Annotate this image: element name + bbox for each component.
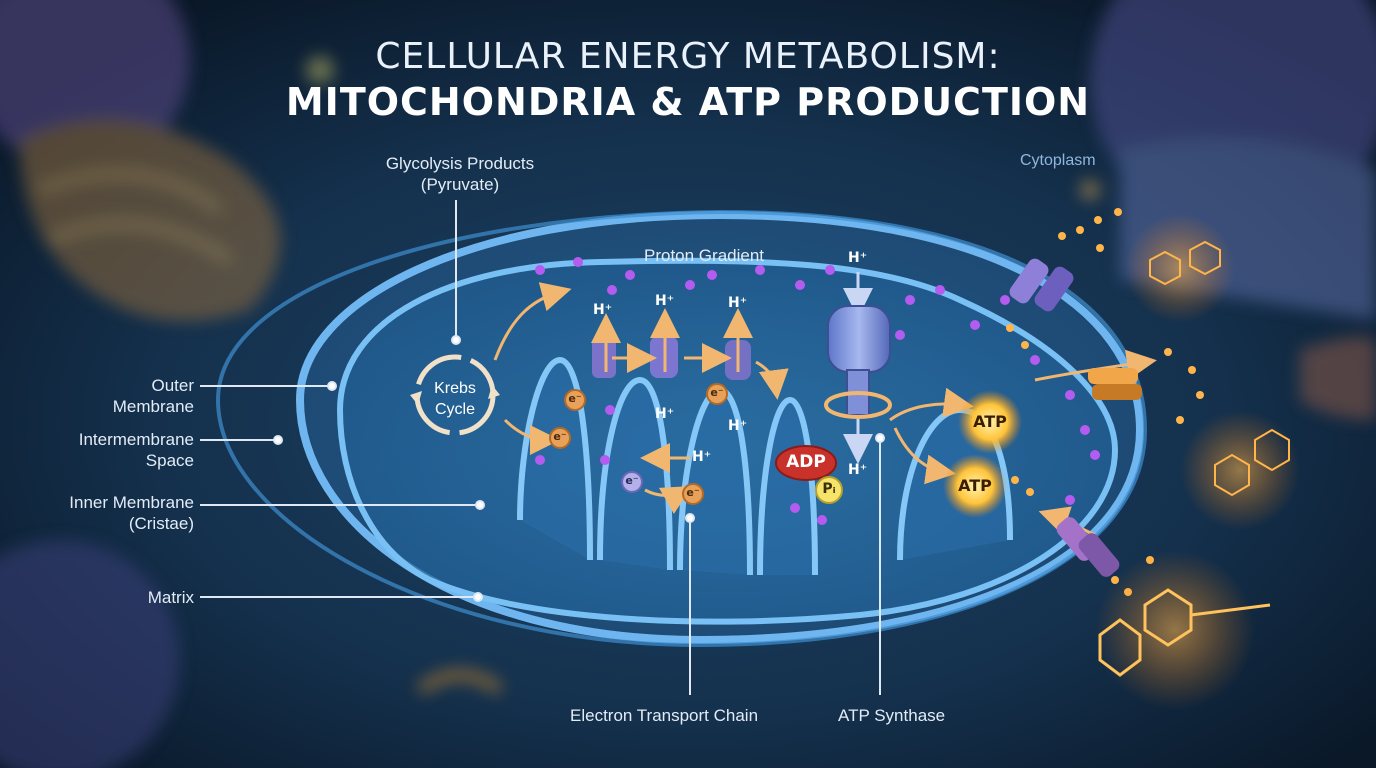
electron-marker-text: e⁻ bbox=[707, 386, 727, 399]
proton-gradient-label: Proton Gradient bbox=[644, 245, 764, 266]
glycolysis-label: Glycolysis Products (Pyruvate) bbox=[340, 153, 580, 195]
intermembrane-label-line-1: Intermembrane bbox=[20, 429, 194, 450]
proton-marker: H⁺ bbox=[655, 293, 674, 309]
outer-membrane-label-line-2: Membrane bbox=[40, 396, 194, 417]
proton-marker: H⁺ bbox=[593, 302, 612, 318]
proton-marker: H⁺ bbox=[728, 295, 747, 311]
atp-label: ATP bbox=[950, 476, 1000, 495]
title-line-1: CELLULAR ENERGY METABOLISM: bbox=[0, 36, 1376, 77]
inner-membrane-label-line-1: Inner Membrane bbox=[10, 492, 194, 513]
proton-marker: H⁺ bbox=[848, 462, 867, 478]
title-line-2: MITOCHONDRIA & ATP PRODUCTION bbox=[0, 80, 1376, 124]
inner-membrane-label: Inner Membrane (Cristae) bbox=[10, 492, 194, 534]
outer-membrane-label: Outer Membrane bbox=[40, 375, 194, 417]
electron-marker-text: e⁻ bbox=[565, 392, 585, 405]
atp-synthase-label: ATP Synthase bbox=[838, 705, 945, 726]
krebs-cycle-label: Krebs Cycle bbox=[415, 378, 495, 420]
proton-marker: H⁺ bbox=[848, 250, 867, 266]
atp-label: ATP bbox=[965, 412, 1015, 431]
krebs-cycle-label-line-1: Krebs bbox=[415, 378, 495, 399]
adp-label: ADP bbox=[776, 452, 836, 472]
electron-marker-text: e⁻ bbox=[550, 430, 570, 443]
glycolysis-label-line-1: Glycolysis Products bbox=[340, 153, 580, 174]
cytoplasm-label: Cytoplasm bbox=[1020, 150, 1096, 171]
intermembrane-label-line-2: Space bbox=[20, 450, 194, 471]
electron-carrier-text: e⁻ bbox=[622, 474, 642, 487]
etc-label: Electron Transport Chain bbox=[570, 705, 758, 726]
glycolysis-label-line-2: (Pyruvate) bbox=[340, 174, 580, 195]
proton-marker: H⁺ bbox=[728, 418, 747, 434]
matrix-label: Matrix bbox=[90, 587, 194, 608]
outer-membrane-label-line-1: Outer bbox=[40, 375, 194, 396]
phosphate-label: Pᵢ bbox=[817, 481, 841, 497]
intermembrane-label: Intermembrane Space bbox=[20, 429, 194, 471]
krebs-cycle-label-line-2: Cycle bbox=[415, 399, 495, 420]
proton-marker: H⁺ bbox=[692, 449, 711, 465]
inner-membrane-label-line-2: (Cristae) bbox=[10, 513, 194, 534]
electron-marker-text: e⁻ bbox=[683, 486, 703, 499]
proton-marker: H⁺ bbox=[655, 406, 674, 422]
